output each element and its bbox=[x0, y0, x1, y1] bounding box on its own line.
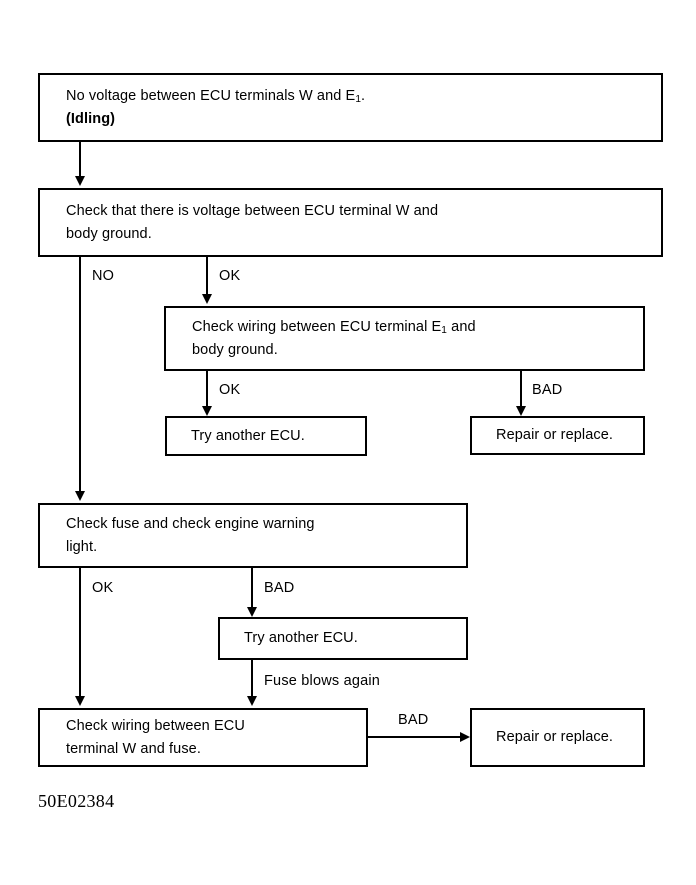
node-check-wiring-terminal-w-fuse: Check wiring between ECU terminal W and … bbox=[38, 708, 368, 767]
branch-label-bad-1: BAD bbox=[532, 382, 563, 398]
connector-ok-branch-1 bbox=[206, 257, 208, 296]
node-check-fuse-warning-light: Check fuse and check engine warning ligh… bbox=[38, 503, 468, 568]
connector-ok-branch-2 bbox=[206, 371, 208, 409]
arrowhead-b1-to-b2 bbox=[75, 176, 85, 186]
node-try-another-ecu-2: Try another ECU. bbox=[218, 617, 468, 660]
node-repair-or-replace-1-text: Repair or replace. bbox=[496, 427, 614, 444]
branch-label-ok-1: OK bbox=[219, 268, 241, 284]
node-b3-line1a: Check wiring between ECU terminal E bbox=[192, 319, 442, 336]
branch-label-bad-2: BAD bbox=[264, 580, 295, 596]
connector-b1-to-b2 bbox=[79, 142, 81, 178]
node-no-voltage-idling-text: No voltage between ECU terminals W and E… bbox=[40, 85, 375, 129]
node-b1-line2: (Idling) bbox=[66, 110, 116, 127]
node-b1-line1a: No voltage between ECU terminals W and E bbox=[66, 88, 356, 105]
node-try-another-ecu-1-text: Try another ECU. bbox=[191, 427, 305, 444]
node-check-voltage-terminal-w: Check that there is voltage between ECU … bbox=[38, 188, 663, 257]
arrowhead-ok-branch-2 bbox=[202, 406, 212, 416]
node-b3-line1b: and bbox=[447, 319, 476, 336]
connector-ok-branch-3 bbox=[79, 568, 81, 698]
node-b1-subscript: 1 bbox=[355, 94, 362, 106]
arrowhead-ok-branch-1 bbox=[202, 294, 212, 304]
arrowhead-bad-branch-1 bbox=[516, 406, 526, 416]
node-b3-subscript: 1 bbox=[441, 325, 448, 337]
node-check-wiring-terminal-e1-text: Check wiring between ECU terminal E1 and… bbox=[166, 316, 486, 360]
arrowhead-ok-branch-3 bbox=[75, 696, 85, 706]
branch-label-ok-3: OK bbox=[92, 580, 114, 596]
branch-label-ok-2: OK bbox=[219, 382, 241, 398]
node-try-another-ecu-1: Try another ECU. bbox=[165, 416, 367, 456]
node-repair-or-replace-1: Repair or replace. bbox=[470, 416, 645, 455]
arrowhead-bad-branch-3 bbox=[460, 732, 470, 742]
figure-caption: 50E02384 bbox=[38, 791, 115, 811]
node-repair-or-replace-2: Repair or replace. bbox=[470, 708, 645, 767]
arrowhead-fuse-blows-again bbox=[247, 696, 257, 706]
node-check-voltage-terminal-w-text: Check that there is voltage between ECU … bbox=[66, 203, 439, 242]
branch-label-bad-3: BAD bbox=[398, 712, 429, 728]
node-b3-line2: body ground. bbox=[192, 341, 278, 358]
connector-bad-branch-2 bbox=[251, 568, 253, 609]
connector-no-branch bbox=[79, 257, 81, 493]
arrowhead-bad-branch-2 bbox=[247, 607, 257, 617]
branch-label-no-1: NO bbox=[92, 268, 115, 284]
arrowhead-no-branch bbox=[75, 491, 85, 501]
node-no-voltage-idling: No voltage between ECU terminals W and E… bbox=[38, 73, 663, 142]
connector-bad-branch-1 bbox=[520, 371, 522, 409]
node-b1-line1b: . bbox=[361, 88, 366, 105]
node-repair-or-replace-2-text: Repair or replace. bbox=[496, 729, 614, 746]
node-try-another-ecu-2-text: Try another ECU. bbox=[244, 630, 358, 647]
node-check-fuse-warning-light-text: Check fuse and check engine warning ligh… bbox=[66, 516, 315, 555]
node-check-wiring-terminal-e1: Check wiring between ECU terminal E1 and… bbox=[164, 306, 645, 371]
branch-label-fuse-blows-again: Fuse blows again bbox=[264, 673, 381, 689]
node-check-wiring-terminal-w-fuse-text: Check wiring between ECU terminal W and … bbox=[66, 718, 245, 757]
connector-bad-branch-3 bbox=[368, 736, 462, 738]
connector-fuse-blows-again bbox=[251, 660, 253, 698]
